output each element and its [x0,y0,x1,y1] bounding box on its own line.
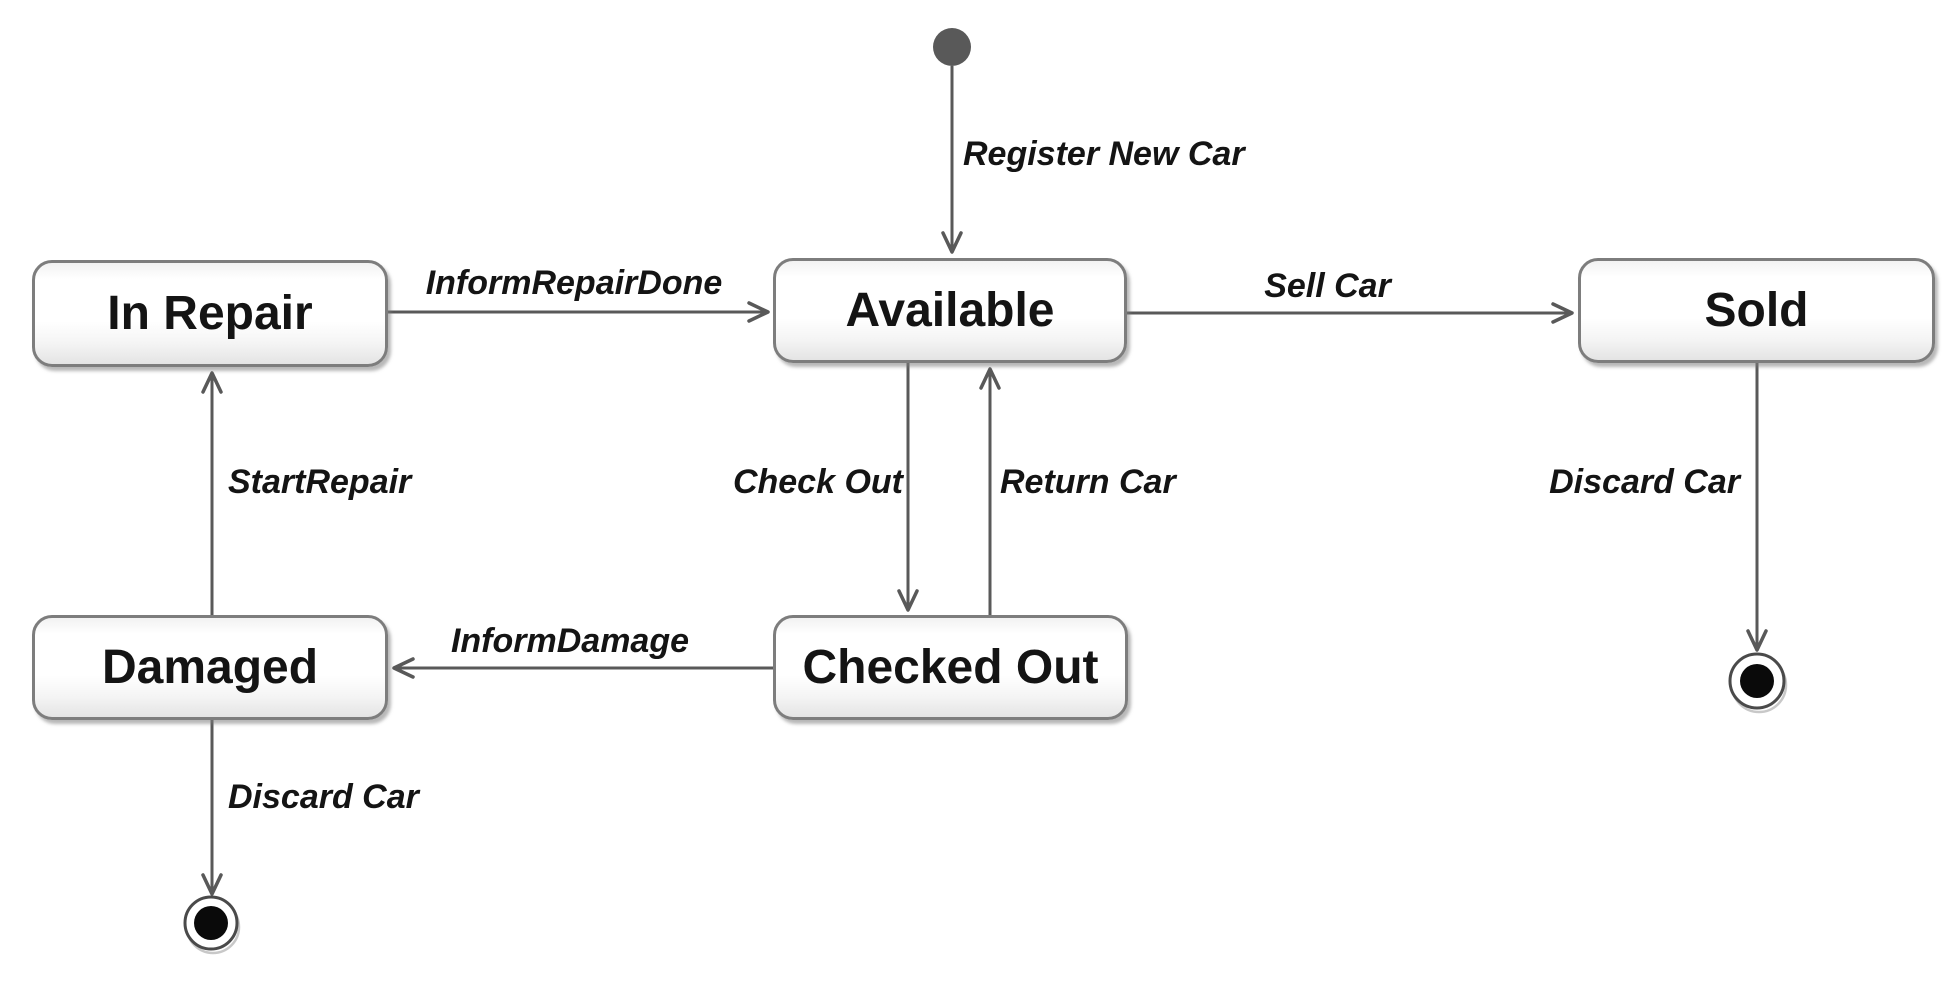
state-available: Available [773,258,1127,363]
final-state-node-damaged [183,895,241,955]
state-checked-out: Checked Out [773,615,1128,720]
state-in-repair: In Repair [32,260,388,367]
transition-label-start-repair: StartRepair [228,463,412,501]
state-sold: Sold [1578,258,1935,363]
transition-label-sell-car: Sell Car [1264,267,1391,305]
transition-label-discard-car-damaged: Discard Car [228,778,419,816]
state-label: Checked Out [802,641,1099,694]
state-damaged: Damaged [32,615,388,720]
initial-state-node [933,28,971,66]
state-label: Sold [1704,284,1809,337]
final-state-node-sold [1728,652,1788,714]
transition-label-discard-car-sold: Discard Car [1549,463,1740,501]
state-label: In Repair [107,287,313,340]
state-label: Damaged [101,641,319,694]
transition-label-check-out: Check Out [732,463,903,501]
transition-label-return-car: Return Car [1000,463,1176,501]
transition-label-inform-damage: InformDamage [450,622,690,660]
transition-label-register-new-car: Register New Car [963,135,1245,173]
transition-label-inform-repair-done: InformRepairDone [425,264,723,302]
state-label: Available [845,284,1055,337]
